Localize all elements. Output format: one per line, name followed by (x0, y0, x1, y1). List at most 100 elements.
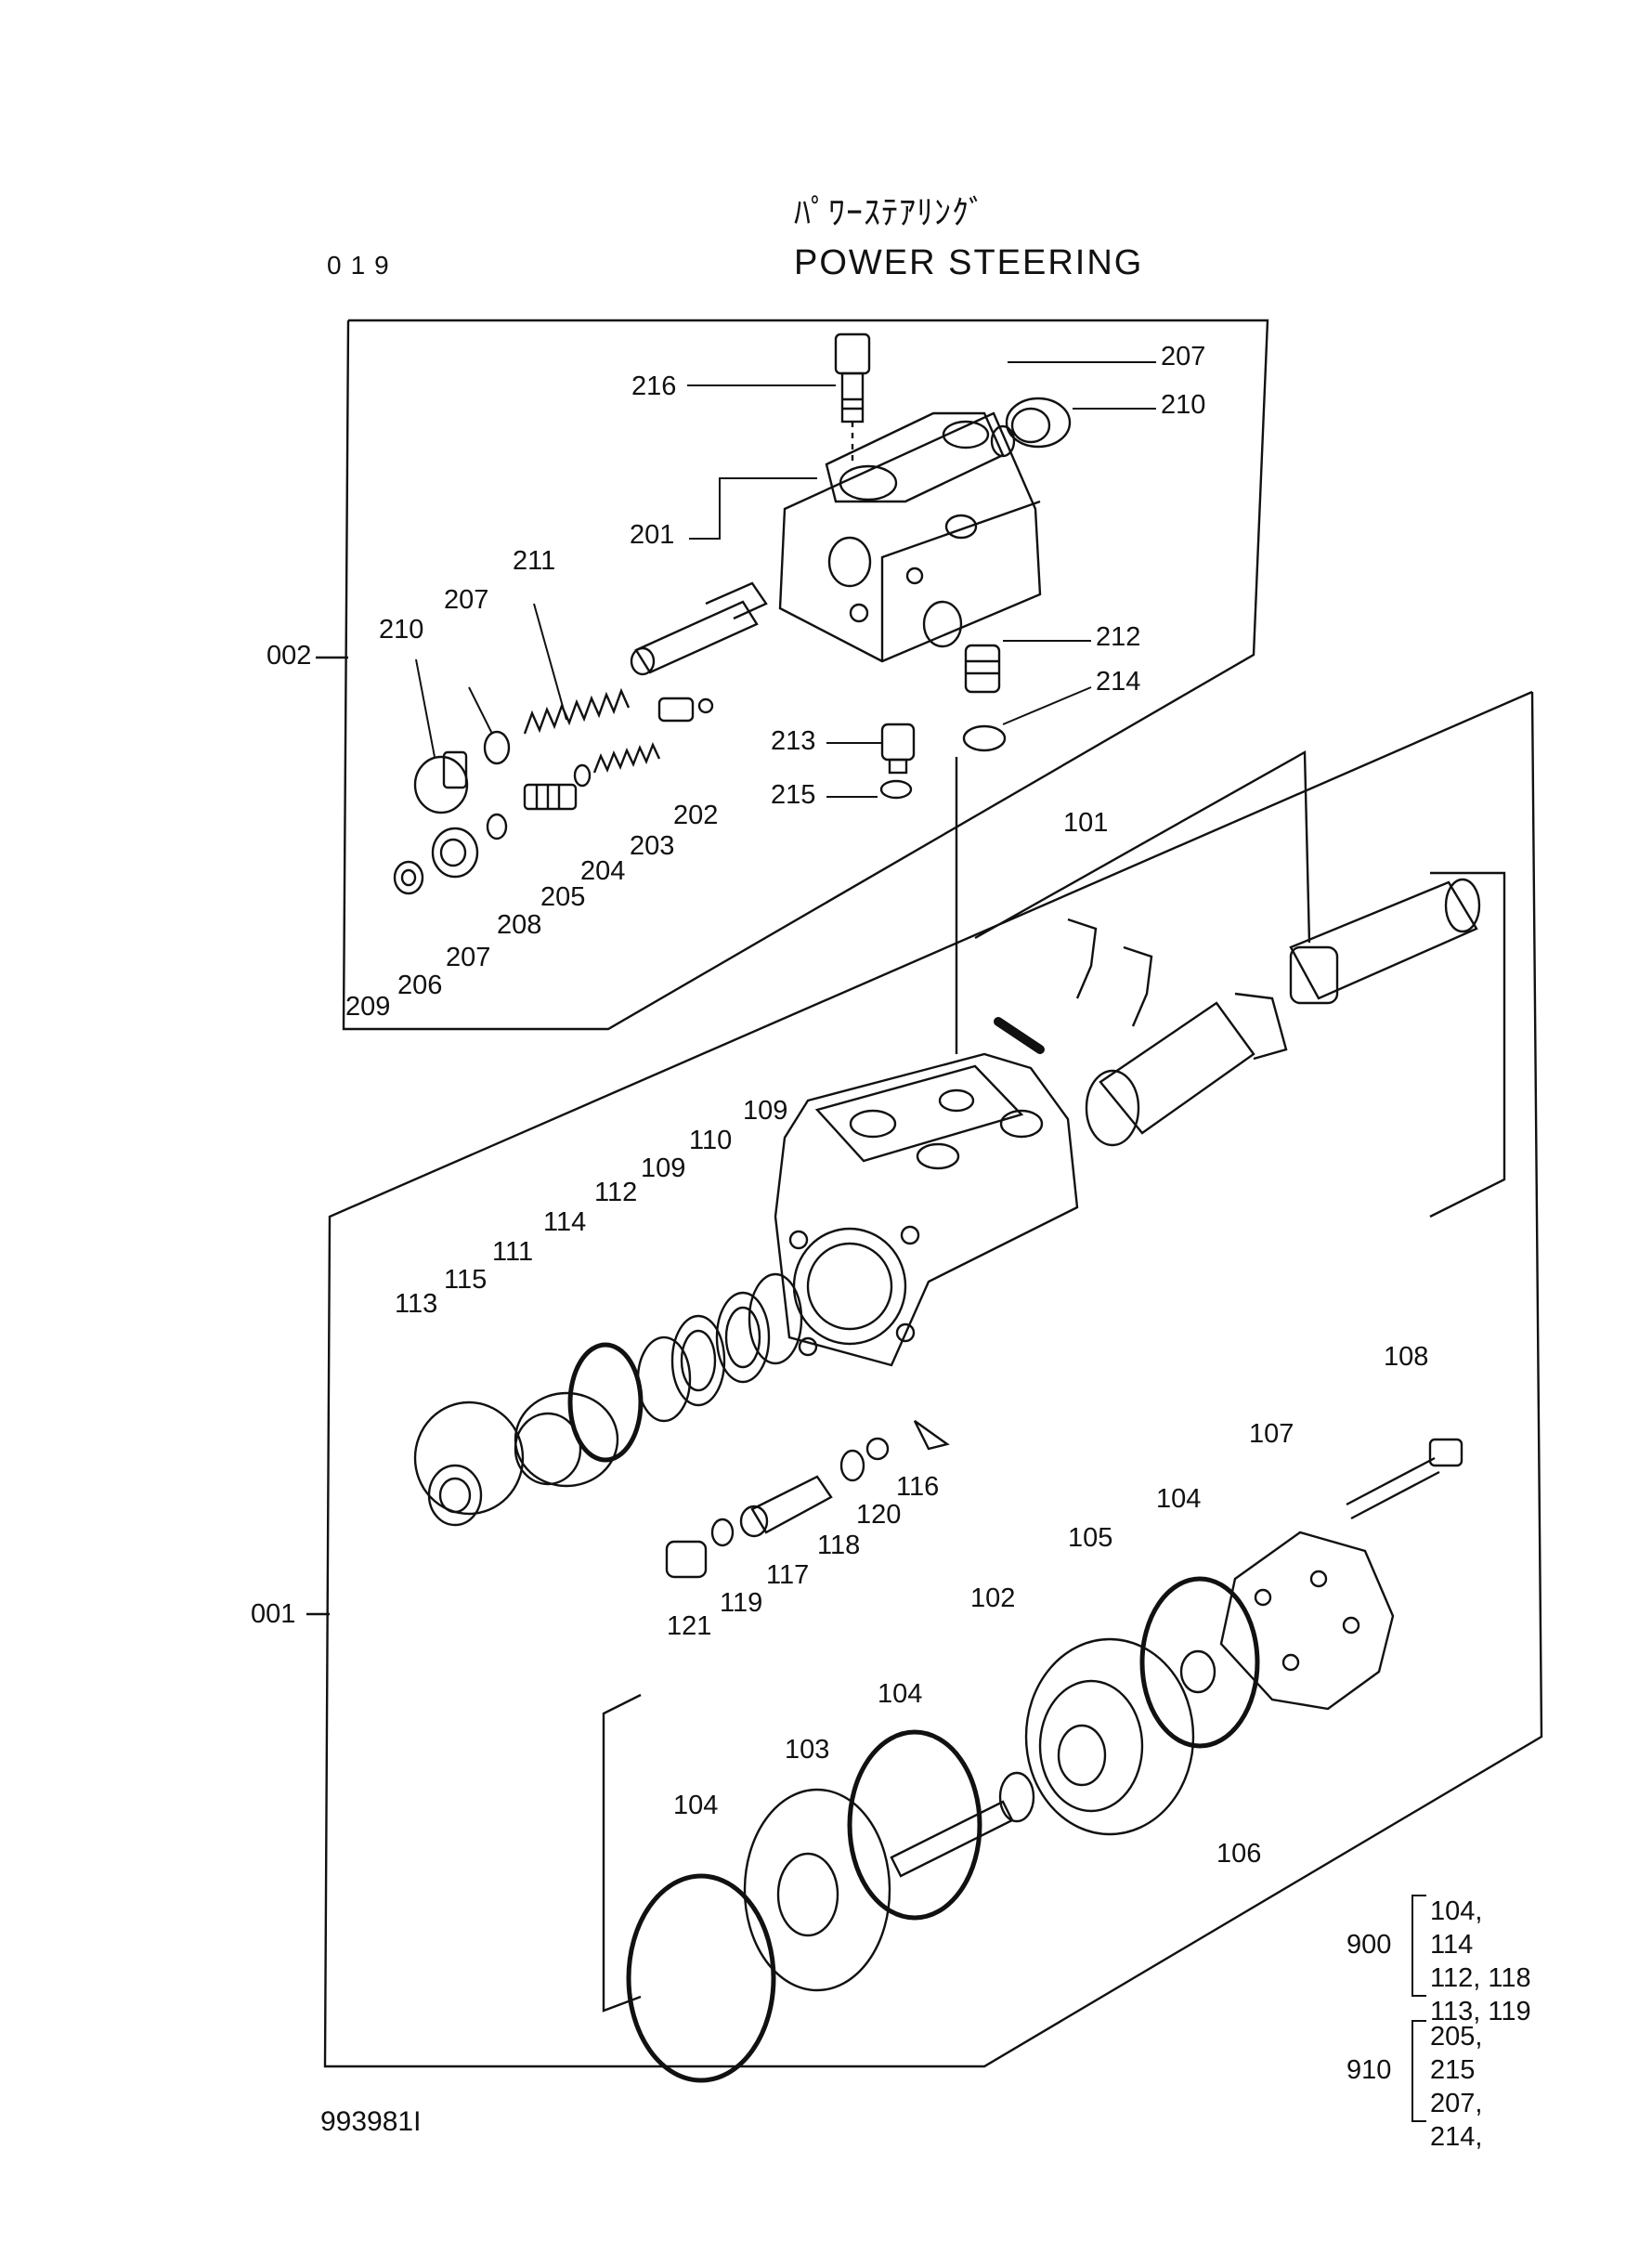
kit-item: 214, (1430, 2122, 1483, 2152)
kit-item: 207, (1430, 2089, 1483, 2118)
part-label: 203 (630, 831, 675, 861)
document-number: 993981I (320, 2106, 422, 2137)
part-label: 103 (785, 1735, 830, 1765)
oring-104-right (1139, 1576, 1260, 1749)
kit-900: 900 104, 114 112, 118 113, 119 (1346, 1895, 1532, 2026)
part-label: 101 (1063, 808, 1109, 838)
part-label: 205 (540, 882, 586, 912)
part-label: 206 (397, 971, 443, 1000)
leaf-springs (1067, 918, 1153, 1027)
poppet-203 (657, 697, 714, 723)
part-label: 116 (896, 1472, 940, 1502)
part-label: 204 (580, 856, 626, 886)
part-label: 212 (1096, 622, 1141, 652)
end-cap-107 (1219, 1531, 1395, 1711)
kit-item: 112, 118 (1430, 1963, 1531, 1993)
assembly-label-002: 002 (267, 641, 312, 671)
part-label: 214 (1096, 667, 1141, 697)
oring-104-mid (847, 1729, 982, 1921)
title-english: POWER STEERING (794, 243, 1144, 282)
plug-210-left (413, 755, 469, 814)
part-label: 121 (667, 1611, 712, 1641)
part-label: 201 (630, 520, 675, 550)
spool-shaft (1289, 878, 1481, 1005)
part-label: 106 (1216, 1839, 1262, 1869)
cap-206 (431, 827, 479, 879)
part-label: 211 (513, 546, 556, 576)
assembly-label-001: 001 (251, 1599, 296, 1629)
wear-plate-103 (743, 1788, 891, 1992)
part-label: 209 (345, 992, 391, 1022)
spring-204 (592, 741, 661, 774)
gerotor-105 (1024, 1637, 1195, 1836)
part-label: 207 (444, 585, 489, 615)
kit-items: 104, 114 112, 118 113, 119 (1430, 1895, 1532, 2028)
page-number: 019 (327, 251, 398, 280)
kit-item: 104, 114 (1430, 1896, 1483, 1960)
part-label: 109 (743, 1096, 788, 1126)
part-label: 207 (446, 943, 491, 972)
oring-207-left (483, 730, 511, 765)
kit-item: 205, 215 (1430, 2022, 1483, 2085)
part-label: 115 (444, 1265, 488, 1295)
plug-210-top (1005, 397, 1072, 449)
part-label: 216 (631, 371, 677, 401)
part-label: 109 (641, 1153, 686, 1183)
check-valve (665, 1420, 950, 1579)
part-label: 208 (497, 910, 542, 940)
assembly-002-boundary (342, 319, 1269, 1031)
part-label: 117 (766, 1560, 810, 1590)
fitting-212 (964, 644, 1001, 694)
part-label: 102 (970, 1583, 1016, 1613)
kit-brace (1411, 2020, 1426, 2122)
pin (994, 1017, 1045, 1054)
oring-207-top (990, 424, 1016, 458)
housing-001 (774, 1052, 1079, 1367)
part-label: 105 (1068, 1523, 1113, 1553)
oring-215 (879, 779, 913, 800)
oring-214 (962, 724, 1007, 752)
part-label: 108 (1384, 1342, 1429, 1372)
fitting-213 (880, 723, 916, 775)
part-label: 104 (673, 1791, 719, 1820)
kit-item: 113, 119 (1430, 1997, 1531, 2026)
bolt-108 (1346, 1438, 1463, 1520)
part-label: 104 (878, 1679, 923, 1709)
part-label: 111 (492, 1237, 534, 1267)
kit-code: 900 (1346, 1930, 1392, 1960)
spool-201 (630, 581, 768, 676)
assembly-001-boundary (323, 690, 1543, 2068)
spacer-106 (1179, 1649, 1216, 1694)
drive-shaft-102 (890, 1771, 1035, 1878)
valve-block-201 (778, 411, 1042, 663)
part-label: 107 (1249, 1419, 1294, 1449)
part-label: 119 (720, 1588, 763, 1618)
kit-items: 205, 215 207, 214, (1430, 2020, 1532, 2154)
bolt-216 (834, 332, 871, 464)
part-label: 110 (689, 1126, 733, 1155)
part-label: 202 (673, 801, 719, 830)
spring-211 (523, 687, 631, 735)
seal-stack (413, 1272, 803, 1527)
part-label: 114 (543, 1207, 587, 1237)
part-label: 112 (594, 1178, 638, 1207)
kit-910: 910 205, 215 207, 214, (1346, 2020, 1532, 2152)
oring-104-left (626, 1873, 776, 2083)
kit-code: 910 (1346, 2055, 1392, 2085)
part-label: 207 (1161, 342, 1206, 371)
part-label: 210 (379, 615, 424, 645)
title-japanese: ﾊﾟﾜｰｽﾃｱﾘﾝｸﾞ (794, 193, 986, 231)
oring-205 (573, 763, 592, 788)
nut-209 (393, 860, 424, 895)
sleeve-101 (1085, 992, 1288, 1147)
part-label: 210 (1161, 390, 1206, 420)
part-label: 118 (817, 1531, 861, 1560)
kit-brace (1411, 1895, 1426, 1997)
part-label: 113 (395, 1289, 438, 1319)
part-label: 215 (771, 780, 816, 810)
part-label: 213 (771, 726, 816, 756)
part-label: 104 (1156, 1484, 1202, 1514)
oring-207-lower (486, 813, 508, 840)
part-label: 120 (856, 1500, 902, 1530)
